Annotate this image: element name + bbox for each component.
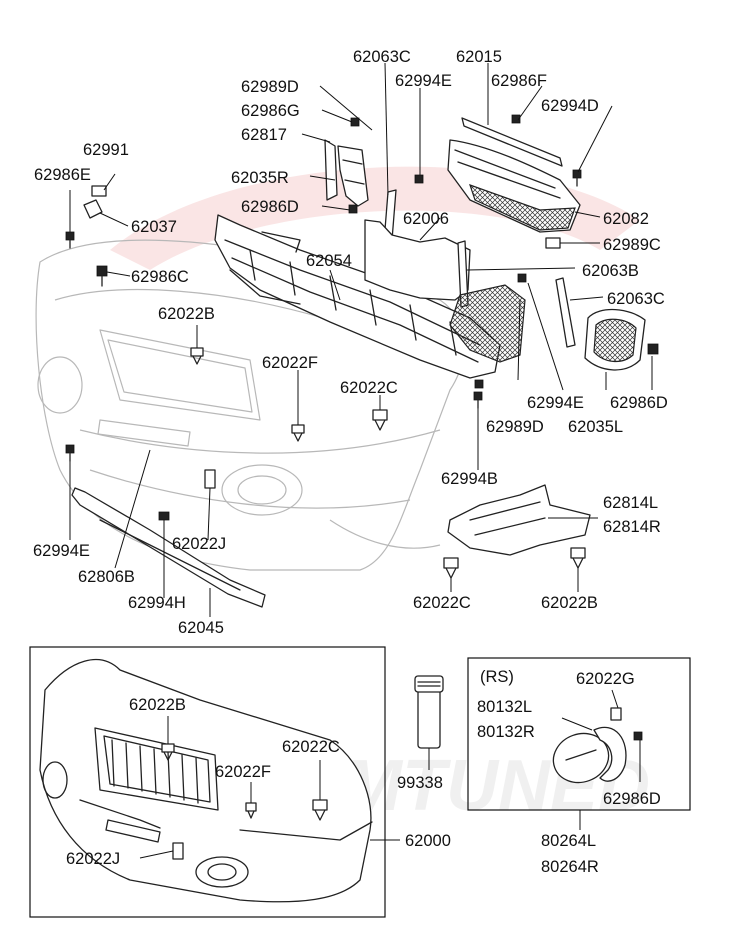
clip-62022G (610, 707, 622, 721)
label-rs: (RS) (480, 668, 514, 686)
label-62022B-inset: 62022B (129, 696, 186, 714)
label-62986G: 62986G (241, 102, 300, 120)
clip-62022B-inset (161, 743, 175, 761)
part-62015-molding (461, 117, 563, 167)
part-62035L-side-grille (584, 308, 646, 371)
label-62986D-right: 62986D (610, 394, 668, 412)
clip-62022C-lower (443, 557, 459, 579)
label-62986F: 62986F (491, 72, 547, 90)
label-62022C-inset: 62022C (282, 738, 340, 756)
bolt-62986C (96, 265, 108, 287)
label-62986C: 62986C (131, 268, 189, 286)
label-62022C-upper: 62022C (340, 379, 398, 397)
ghost-bumper-outline (35, 239, 465, 571)
label-62817: 62817 (241, 126, 287, 144)
label-62022B-lower: 62022B (541, 594, 598, 612)
part-62817-stay (324, 139, 338, 201)
label-80132L: 80132L (477, 698, 532, 716)
label-62022C-lower: 62022C (413, 594, 471, 612)
clip-62022C-inset (312, 799, 328, 821)
part-lower-mesh-grille (449, 284, 526, 363)
clip-62022C-upper (372, 409, 388, 431)
bolt-62986D-inset (633, 731, 643, 741)
label-62994D: 62994D (541, 97, 599, 115)
label-80264L: 80264L (541, 832, 596, 850)
label-62063C-top: 62063C (353, 48, 411, 66)
part-62035R-bracket (337, 145, 369, 207)
bolt-62986F (511, 114, 521, 124)
bolt-62986G (350, 117, 360, 127)
leader-lines-upper (69, 62, 653, 617)
clip-62022J-inset (172, 842, 184, 860)
nut-62989C (545, 237, 561, 249)
label-62989C: 62989C (603, 236, 661, 254)
label-62814L: 62814L (603, 494, 658, 512)
bolt-62994E-top (414, 174, 424, 184)
label-62991: 62991 (83, 141, 129, 159)
part-62045-lip (99, 519, 241, 591)
label-62037: 62037 (131, 218, 177, 236)
part-62814-undercover (447, 484, 591, 556)
part-99338-tube (414, 675, 444, 770)
label-62986D-upper: 62986D (241, 198, 299, 216)
part-62991-nut (91, 185, 107, 197)
bolt-62994H (158, 511, 170, 521)
bolt-62994E-right (517, 273, 527, 283)
inset-rs-fog-cover (467, 657, 691, 830)
label-62035R: 62035R (231, 169, 289, 187)
label-62022F-inset: 62022F (215, 763, 271, 781)
clip-62022F-upper (291, 424, 305, 442)
inset-bumper-assembly (29, 646, 400, 918)
label-62989D-top: 62989D (241, 78, 299, 96)
label-62994H: 62994H (128, 594, 186, 612)
label-62054: 62054 (306, 252, 352, 270)
label-62022B-upper: 62022B (158, 305, 215, 323)
part-labels: 62063C 62015 62989D 62994E 62986F 62994D… (33, 48, 668, 876)
part-62063C-strip-right (555, 277, 576, 348)
label-62022J-upper: 62022J (172, 535, 226, 553)
label-62015: 62015 (456, 48, 502, 66)
label-62814R: 62814R (603, 518, 661, 536)
bolt-62994E-left (65, 444, 75, 462)
part-62054-reinforcement (214, 214, 501, 379)
clip-62022B-lower (570, 547, 586, 569)
label-62994E-top: 62994E (395, 72, 452, 90)
fastener-group (65, 114, 659, 579)
bolt-62986D-right (647, 343, 659, 355)
part-62082-upper-grille (447, 139, 581, 233)
label-80132R: 80132R (477, 723, 535, 741)
bolt-62986E (65, 231, 75, 249)
label-62000: 62000 (405, 832, 451, 850)
bolt-62994B (473, 391, 483, 409)
label-62082: 62082 (603, 210, 649, 228)
label-99338: 99338 (397, 774, 443, 792)
clip-62022F-inset (245, 802, 257, 819)
label-62063B: 62063B (582, 262, 639, 280)
label-62035L: 62035L (568, 418, 623, 436)
clip-62022B-upper (190, 347, 204, 365)
label-80264R: 80264R (541, 858, 599, 876)
bolt-62989D (474, 379, 484, 389)
label-62006: 62006 (403, 210, 449, 228)
label-62986D-inset: 62986D (603, 790, 661, 808)
label-62994E-mid: 62994E (527, 394, 584, 412)
label-62994B: 62994B (441, 470, 498, 488)
label-62022F-upper: 62022F (262, 354, 318, 372)
clip-62022J-upper (204, 469, 216, 489)
bolt-62986D-left (348, 204, 358, 214)
part-62037-clip (83, 199, 103, 219)
label-62806B: 62806B (78, 568, 135, 586)
bolt-62994D (572, 169, 582, 187)
label-62022J-inset: 62022J (66, 850, 120, 868)
label-62989D-mid: 62989D (486, 418, 544, 436)
label-62045: 62045 (178, 619, 224, 637)
label-62986E: 62986E (34, 166, 91, 184)
label-62022G: 62022G (576, 670, 635, 688)
label-62994E-left: 62994E (33, 542, 90, 560)
label-62063C-right: 62063C (607, 290, 665, 308)
part-62806B-strip (71, 487, 266, 608)
